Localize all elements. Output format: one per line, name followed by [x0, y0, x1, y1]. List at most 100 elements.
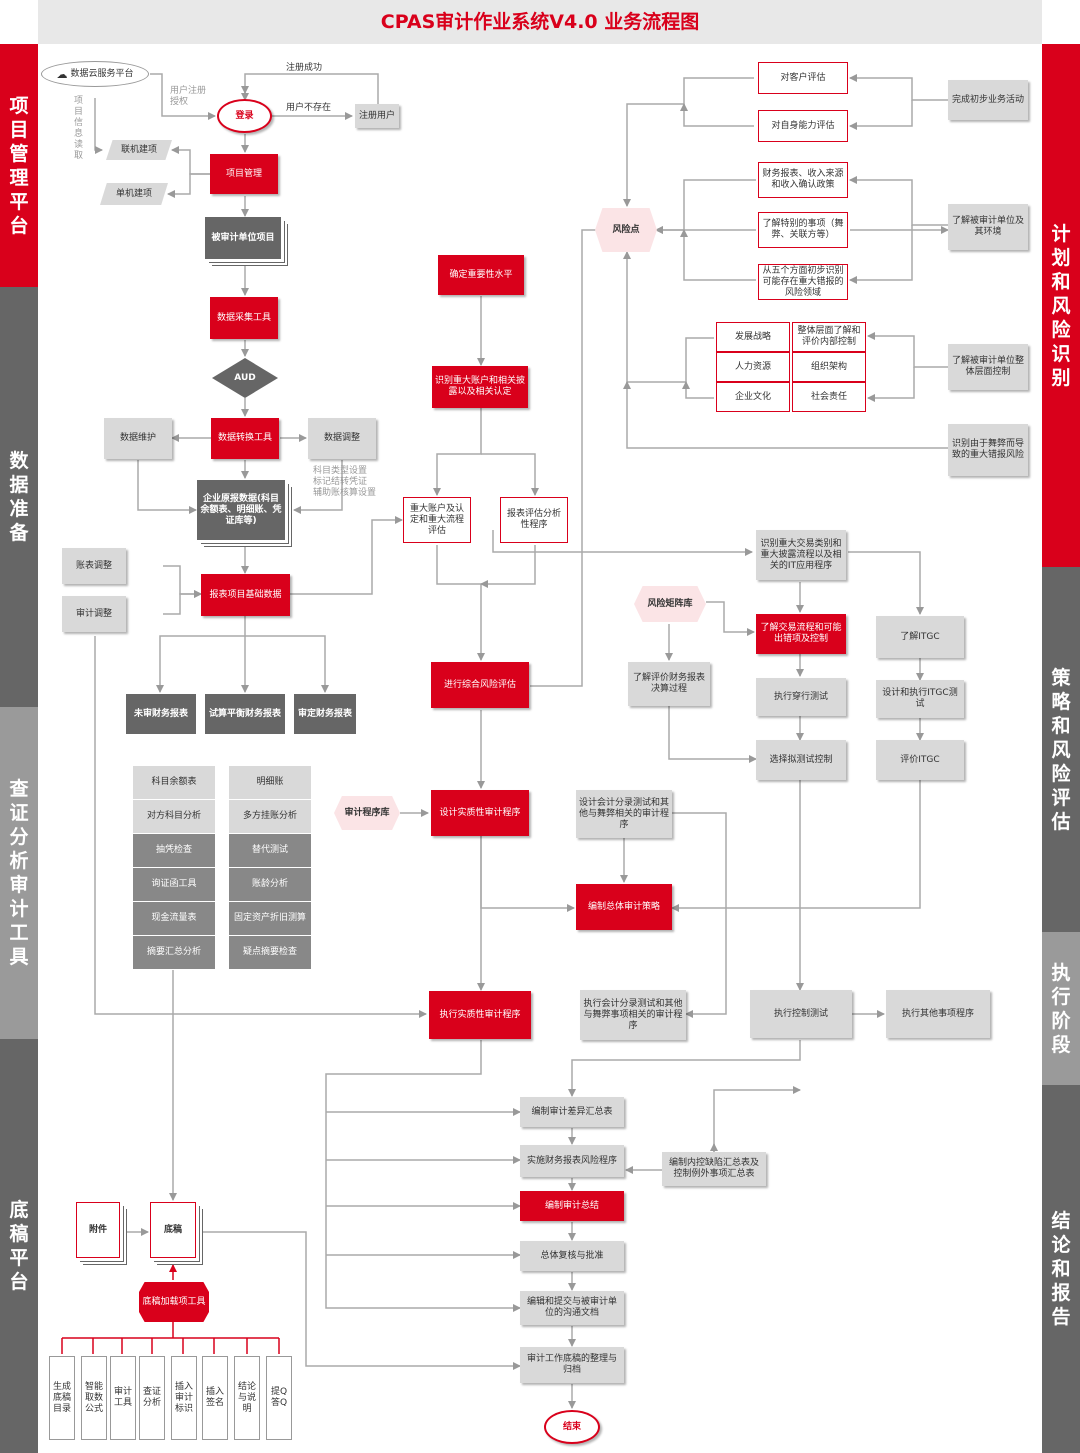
audit-tool-right-1[interactable]: 多方挂账分析	[229, 800, 311, 833]
audit-tool-left-5[interactable]: 摘要汇总分析	[133, 936, 215, 969]
band-planning: 计划和风险识别	[1042, 44, 1080, 567]
difference-summary-node[interactable]: 编制审计差异汇总表	[520, 1097, 624, 1127]
label-settings: 科目类型设置 标记结转凭证 辅助账核算设置	[313, 466, 377, 498]
corporate-culture-node[interactable]: 企业文化	[716, 382, 790, 412]
cloud-icon: ☁	[56, 67, 68, 81]
band-execution: 执行阶段	[1042, 932, 1080, 1085]
evaluate-itgc-node[interactable]: 评价ITGC	[876, 740, 964, 780]
audit-tool-left-3[interactable]: 询证函工具	[133, 868, 215, 901]
execute-substantive-node[interactable]: 执行实质性审计程序	[429, 991, 531, 1039]
data-maintain-node[interactable]: 数据维护	[104, 418, 172, 459]
audit-procedure-library-node[interactable]: 审计程序库	[334, 796, 400, 830]
five-aspects-node[interactable]: 从五个方面初步识别可能存在重大错报的风险领域	[758, 264, 848, 300]
human-resources-node[interactable]: 人力资源	[716, 352, 790, 382]
wp-tool-6[interactable]: 结论与说明	[234, 1356, 260, 1440]
label-info-read: 项目信息读取	[74, 96, 84, 161]
prelim-activity-node[interactable]: 完成初步业务活动	[948, 80, 1028, 120]
audit-tool-left-1[interactable]: 对方科目分析	[133, 800, 215, 833]
register-user-node[interactable]: 注册用户	[355, 104, 399, 128]
financial-report-node[interactable]: 财务报表、收入来源和收入确认政策	[758, 162, 848, 198]
wp-tool-3[interactable]: 查证分析	[139, 1356, 165, 1440]
execute-je-test-node[interactable]: 执行会计分录测试和其他与舞弊事项相关的审计程序	[580, 990, 686, 1040]
audit-tool-left-2[interactable]: 抽凭检查	[133, 834, 215, 867]
audit-tool-right-5[interactable]: 疑点摘要检查	[229, 936, 311, 969]
understand-itgc-node[interactable]: 了解ITGC	[876, 616, 964, 658]
wp-tool-0[interactable]: 生成底稿目录	[49, 1356, 75, 1440]
cloud-platform-node[interactable]: ☁数据云服务平台	[41, 61, 149, 87]
overall-review-node[interactable]: 总体复核与批准	[520, 1241, 624, 1271]
audit-tool-right-2[interactable]: 替代测试	[229, 834, 311, 867]
label-reg-auth: 用户注册授权	[170, 86, 207, 107]
unaudited-fs-node[interactable]: 未审财务报表	[126, 694, 196, 734]
execute-control-test-node[interactable]: 执行控制测试	[750, 990, 852, 1038]
attachment-node[interactable]: 附件	[76, 1202, 120, 1258]
data-adjust-node[interactable]: 数据调整	[308, 418, 376, 459]
audit-tool-left-4[interactable]: 现金流量表	[133, 902, 215, 935]
audit-summary-node[interactable]: 编制审计总结	[520, 1191, 624, 1221]
audit-tool-right-4[interactable]: 固定资产折旧测算	[229, 902, 311, 935]
account-adjust-node[interactable]: 账表调整	[62, 548, 126, 584]
risk-assessment-node[interactable]: 进行综合风险评估	[431, 662, 529, 708]
raw-data-node[interactable]: 企业原报数据(科目余额表、明细账、凭证库等)	[197, 480, 285, 540]
deficiency-summary-node[interactable]: 编制内控缺陷汇总表及控制例外事项汇总表	[662, 1152, 766, 1186]
login-node[interactable]: 登录	[217, 99, 272, 133]
wp-tool-5[interactable]: 插入签名	[202, 1356, 228, 1440]
band-audit-tools: 查证分析审计工具	[0, 707, 38, 1039]
wp-tool-7[interactable]: 提Q答Q	[266, 1356, 292, 1440]
project-mgmt-node[interactable]: 项目管理	[210, 154, 278, 194]
significant-class-node[interactable]: 识别重大交易类别和重大披露流程以及相关的IT应用程序	[756, 530, 846, 580]
social-responsibility-node[interactable]: 社会责任	[792, 382, 866, 412]
significant-account-node[interactable]: 重大账户及认定和重大流程评估	[403, 497, 471, 543]
standalone-project-node[interactable]: 单机建项	[100, 183, 168, 205]
data-collect-tool-node[interactable]: 数据采集工具	[210, 297, 278, 339]
identify-accounts-node[interactable]: 识别重大账户和相关披露以及相关认定	[432, 366, 528, 408]
band-wp-platform: 底稿平台	[0, 1039, 38, 1453]
design-je-test-node[interactable]: 设计会计分录测试和其他与舞弊相关的审计程序	[576, 790, 672, 838]
design-substantive-node[interactable]: 设计实质性审计程序	[431, 790, 529, 836]
online-project-node[interactable]: 联机建项	[106, 140, 172, 160]
band-strategy: 策略和风险评估	[1042, 567, 1080, 932]
risk-point-node[interactable]: 风险点	[595, 208, 657, 252]
audit-tool-left-0[interactable]: 科目余额表	[133, 766, 215, 799]
execute-other-node[interactable]: 执行其他事项程序	[886, 990, 990, 1038]
trial-balance-fs-node[interactable]: 试算平衡财务报表	[205, 694, 285, 734]
audited-entity-project-node[interactable]: 被审计单位项目	[205, 217, 281, 259]
wp-tool-2[interactable]: 审计工具	[110, 1356, 136, 1440]
close-process-node[interactable]: 了解评价财务报表决算过程	[628, 662, 710, 706]
band-project-mgmt: 项目管理平台	[0, 44, 38, 287]
label-user-not-exist: 用户不存在	[286, 103, 332, 113]
fraud-risk-node[interactable]: 识别由于舞弊而导致的重大错报风险	[948, 424, 1028, 476]
evaluate-client-node[interactable]: 对客户评估	[758, 62, 848, 94]
fs-risk-procedure-node[interactable]: 实施财务报表风险程序	[520, 1145, 624, 1177]
archive-node[interactable]: 审计工作底稿的整理与归档	[520, 1347, 624, 1383]
entity-control-node[interactable]: 整体层面了解和评价内部控制	[792, 322, 866, 352]
audit-tool-right-3[interactable]: 账龄分析	[229, 868, 311, 901]
org-structure-node[interactable]: 组织架构	[792, 352, 866, 382]
risk-matrix-library-node[interactable]: 风险矩阵库	[634, 586, 706, 622]
wp-loader-tool-node[interactable]: 底稿加载项工具	[139, 1282, 209, 1322]
overall-strategy-node[interactable]: 编制总体审计策略	[576, 884, 672, 930]
page-title: CPAS审计作业系统V4.0 业务流程图	[38, 0, 1042, 44]
wp-tool-1[interactable]: 智能取数公式	[81, 1356, 107, 1440]
itgc-test-node[interactable]: 设计和执行ITGC测试	[876, 680, 964, 718]
communication-doc-node[interactable]: 编辑和提交与被审计单位的沟通文档	[520, 1291, 624, 1325]
report-base-data-node[interactable]: 报表项目基础数据	[201, 574, 290, 616]
special-matters-node[interactable]: 了解特别的事项（舞弊、关联方等）	[758, 212, 848, 248]
audit-adjust-node[interactable]: 审计调整	[62, 596, 126, 632]
wp-tool-4[interactable]: 插入审计标识	[171, 1356, 197, 1440]
data-convert-tool-node[interactable]: 数据转换工具	[211, 418, 279, 459]
materiality-node[interactable]: 确定重要性水平	[438, 255, 524, 295]
transaction-flow-node[interactable]: 了解交易流程和可能出错项及控制	[756, 614, 846, 654]
walkthrough-node[interactable]: 执行穿行测试	[756, 678, 846, 716]
audit-tool-right-0[interactable]: 明细账	[229, 766, 311, 799]
working-paper-node[interactable]: 底稿	[150, 1202, 196, 1258]
strategy-node[interactable]: 发展战略	[716, 322, 790, 352]
understand-entity-node[interactable]: 了解被审计单位及其环境	[948, 204, 1028, 250]
understand-control-node[interactable]: 了解被审计单位整体层面控制	[948, 344, 1028, 390]
audited-fs-node[interactable]: 审定财务报表	[294, 694, 356, 734]
end-node[interactable]: 结束	[544, 1410, 600, 1444]
analytic-procedure-node[interactable]: 报表评估分析性程序	[500, 497, 568, 543]
evaluate-self-node[interactable]: 对自身能力评估	[758, 110, 848, 142]
select-controls-node[interactable]: 选择拟测试控制	[756, 740, 846, 780]
